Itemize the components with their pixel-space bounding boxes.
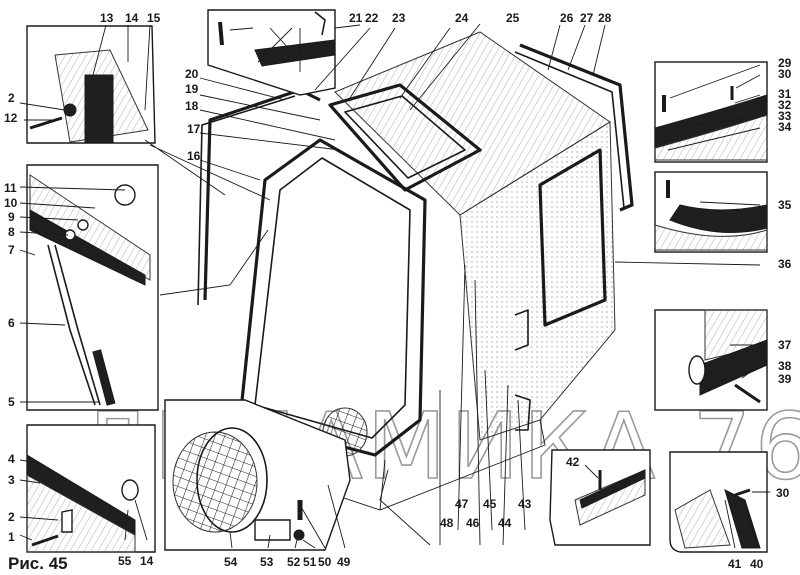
label-27: 27 [580, 11, 594, 25]
label-38: 38 [778, 359, 792, 373]
label-40: 40 [750, 557, 764, 571]
label-15: 15 [147, 11, 161, 25]
label-25: 25 [506, 11, 520, 25]
label-11: 11 [4, 181, 17, 195]
inset-top-left [26, 25, 271, 201]
inset-bottom-right [669, 451, 768, 553]
inset-right-lower [654, 309, 768, 411]
label-3: 3 [8, 473, 15, 487]
label-44: 44 [498, 516, 512, 530]
callout-labels: 13 14 15 2 12 21 22 23 24 25 26 27 28 20… [4, 11, 792, 571]
label-54: 54 [224, 555, 238, 569]
cab-body [159, 31, 634, 546]
label-30: 30 [778, 67, 792, 81]
label-13: 13 [100, 11, 114, 25]
label-34: 34 [778, 120, 792, 134]
inset-right-top [654, 61, 768, 163]
label-52: 52 [287, 555, 301, 569]
label-33: 33 [778, 109, 792, 123]
label-19: 19 [185, 82, 199, 96]
door-seal-left [203, 88, 321, 301]
label-1: 1 [8, 530, 15, 544]
label-6: 6 [8, 316, 15, 330]
label-35: 35 [778, 198, 792, 212]
label-28: 28 [598, 11, 612, 25]
label-7: 7 [8, 243, 15, 257]
label-17: 17 [187, 122, 201, 136]
label-18: 18 [185, 99, 199, 113]
cab-right-wall [459, 121, 616, 441]
label-41: 41 [728, 557, 742, 571]
label-2-lower: 2 [8, 510, 15, 524]
label-22: 22 [365, 11, 379, 25]
label-2: 2 [8, 91, 15, 105]
handle [514, 394, 531, 431]
label-24: 24 [455, 11, 469, 25]
label-8: 8 [8, 225, 15, 239]
rear-window-frame [538, 148, 607, 327]
label-43: 43 [518, 497, 532, 511]
label-36: 36 [778, 257, 792, 271]
label-23: 23 [392, 11, 406, 25]
handle-2 [514, 309, 529, 351]
label-42: 42 [566, 455, 580, 469]
label-49: 49 [337, 555, 351, 569]
label-45: 45 [483, 497, 497, 511]
label-39: 39 [778, 372, 792, 386]
inset-part-42 [549, 449, 651, 546]
label-53: 53 [260, 555, 274, 569]
label-26: 26 [560, 11, 574, 25]
label-12: 12 [4, 111, 18, 125]
label-51: 51 [303, 555, 317, 569]
inset-headlight [164, 399, 351, 551]
label-9: 9 [8, 210, 15, 224]
label-31: 31 [778, 87, 792, 101]
inset-right-mid [654, 171, 768, 253]
inset-top-center [207, 9, 336, 96]
label-37: 37 [778, 338, 792, 352]
label-30-lower: 30 [776, 486, 790, 500]
label-50: 50 [318, 555, 332, 569]
label-10: 10 [4, 196, 18, 210]
label-16: 16 [187, 149, 201, 163]
label-47: 47 [455, 497, 469, 511]
headlight-grille [172, 431, 258, 533]
roof-hatch [328, 83, 482, 192]
inset-bottom-left [26, 424, 156, 553]
label-14: 14 [125, 11, 139, 25]
label-21: 21 [349, 11, 363, 25]
label-5: 5 [8, 395, 15, 409]
leader-lines [19, 23, 770, 549]
label-32: 32 [778, 98, 792, 112]
label-46: 46 [466, 516, 480, 530]
label-29: 29 [778, 56, 792, 70]
inset-left-mid [26, 164, 159, 411]
label-48: 48 [440, 516, 454, 530]
label-20: 20 [185, 67, 199, 81]
figure-caption: Рис. 45 [8, 554, 68, 573]
seal-strip [84, 74, 114, 144]
label-55: 55 [118, 554, 132, 568]
label-14-lower: 14 [140, 554, 154, 568]
label-4: 4 [8, 452, 15, 466]
